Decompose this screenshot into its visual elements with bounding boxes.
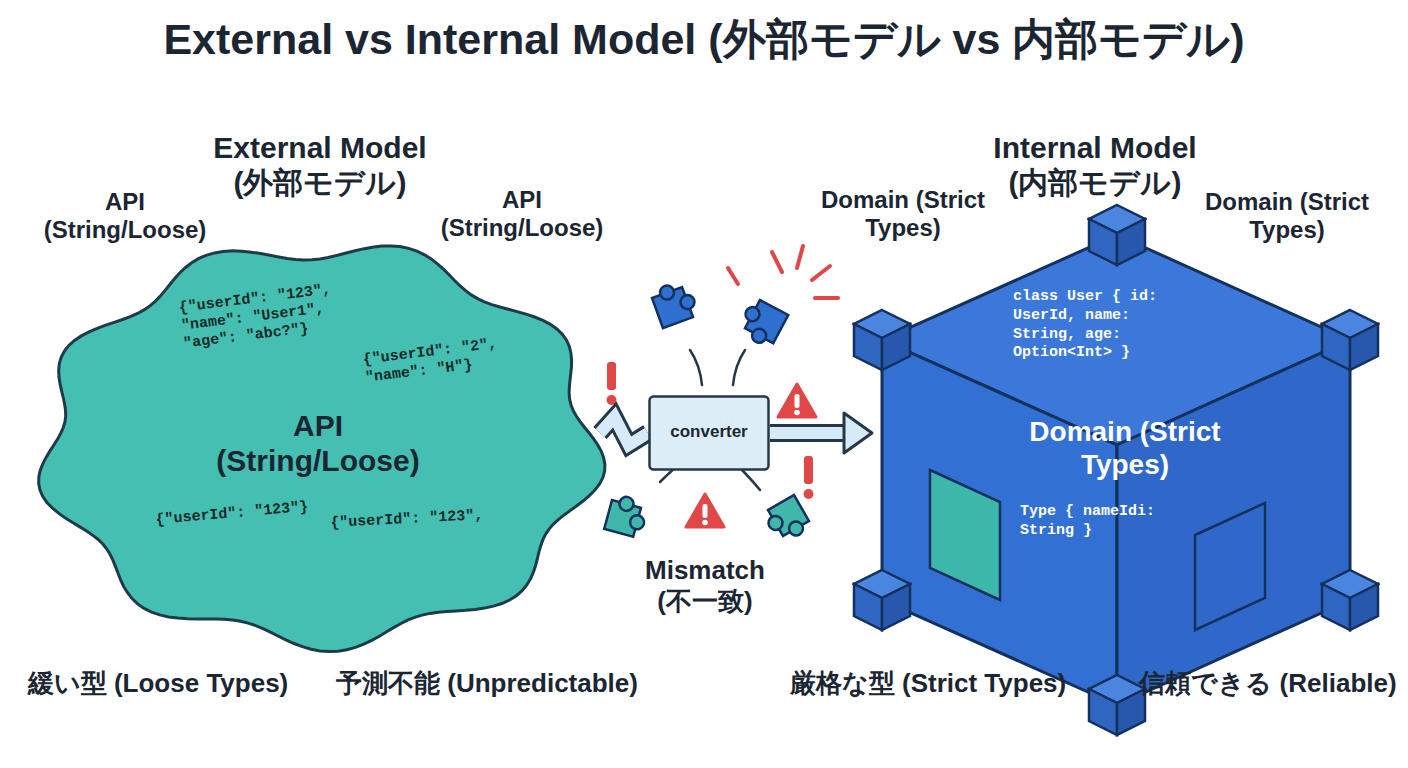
warning-bar [703, 504, 708, 518]
piece-tab [786, 519, 805, 538]
trait-label: 信頼できる (Reliable) [1133, 668, 1403, 699]
motion-line [733, 350, 745, 385]
trait-label: 予測不能 (Unpredictable) [327, 668, 647, 699]
domain-tag: Domain (Strict Types) [816, 186, 991, 243]
api-label: API (String/Loose) [211, 408, 426, 479]
warning-icon [778, 384, 816, 417]
class-code: class User { id: UserId, name: String, a… [1013, 288, 1175, 363]
burst-line [797, 246, 803, 268]
piece-tab [618, 495, 635, 512]
cube-panel [930, 470, 1000, 600]
converter-label: converter [653, 422, 765, 442]
converter-box: converter [648, 395, 770, 471]
mismatch-label: Mismatch (不一致) [630, 555, 780, 616]
warning-bar [795, 394, 800, 408]
exclamation-mark [804, 456, 814, 499]
arrow-band [600, 417, 648, 445]
blob-outline [39, 246, 605, 652]
model-heading: External Model (外部モデル) [190, 130, 450, 201]
domain-label: Domain (Strict Types) [1023, 415, 1228, 481]
burst-line [812, 266, 830, 280]
cubelet [1322, 570, 1378, 630]
arrow-outline [770, 424, 850, 442]
warning-triangle [686, 494, 724, 527]
piece-tab [743, 305, 762, 324]
burst-lines [728, 246, 838, 298]
arrow-outline [600, 417, 648, 445]
arrow-head [844, 413, 872, 453]
puzzle-piece [650, 278, 700, 328]
cube-panel [1195, 503, 1265, 630]
piece-tab [629, 514, 646, 531]
cubelet [1089, 205, 1145, 265]
diagram-title: External vs Internal Model (外部モデル vs 内部モ… [0, 14, 1408, 65]
motion-line [742, 470, 760, 490]
exclamation-bar [804, 456, 813, 484]
puzzle-piece [762, 495, 813, 546]
cubelet [854, 310, 910, 370]
burst-line [772, 252, 782, 272]
warning-icon [686, 494, 724, 527]
type-code: Type { nameIdi: String } [1020, 503, 1170, 541]
domain-tag: Domain (Strict Types) [1200, 188, 1375, 245]
exclamation-dot [804, 489, 814, 499]
piece-tab [766, 513, 785, 532]
arrow-band [770, 427, 850, 439]
burst-line [815, 296, 838, 300]
warning-triangle [778, 384, 816, 417]
burst-line [728, 268, 738, 284]
model-heading: Internal Model (内部モデル) [965, 130, 1225, 201]
api-tag: API (String/Loose) [437, 186, 607, 243]
box-outline [650, 397, 769, 470]
puzzle-piece [604, 493, 649, 538]
cubelet [1322, 310, 1378, 370]
piece-tab [750, 326, 769, 345]
converter-arrow [770, 413, 872, 453]
puzzle-piece [736, 297, 789, 350]
piece-tab [658, 284, 676, 302]
trait-label: 緩い型 (Loose Types) [8, 668, 308, 699]
api-tag: API (String/Loose) [40, 188, 210, 245]
exclamation-mark [607, 362, 617, 405]
trait-label: 厳格な型 (Strict Types) [768, 668, 1088, 699]
cube-right-face [1117, 340, 1350, 705]
motion-line [690, 350, 702, 385]
warning-dot [794, 410, 800, 416]
piece-tab [679, 293, 697, 311]
converter-arrow [600, 417, 648, 445]
exclamation-bar [607, 362, 616, 390]
cubelet [1089, 675, 1145, 735]
cubelet [854, 570, 910, 630]
warning-dot [702, 520, 708, 526]
